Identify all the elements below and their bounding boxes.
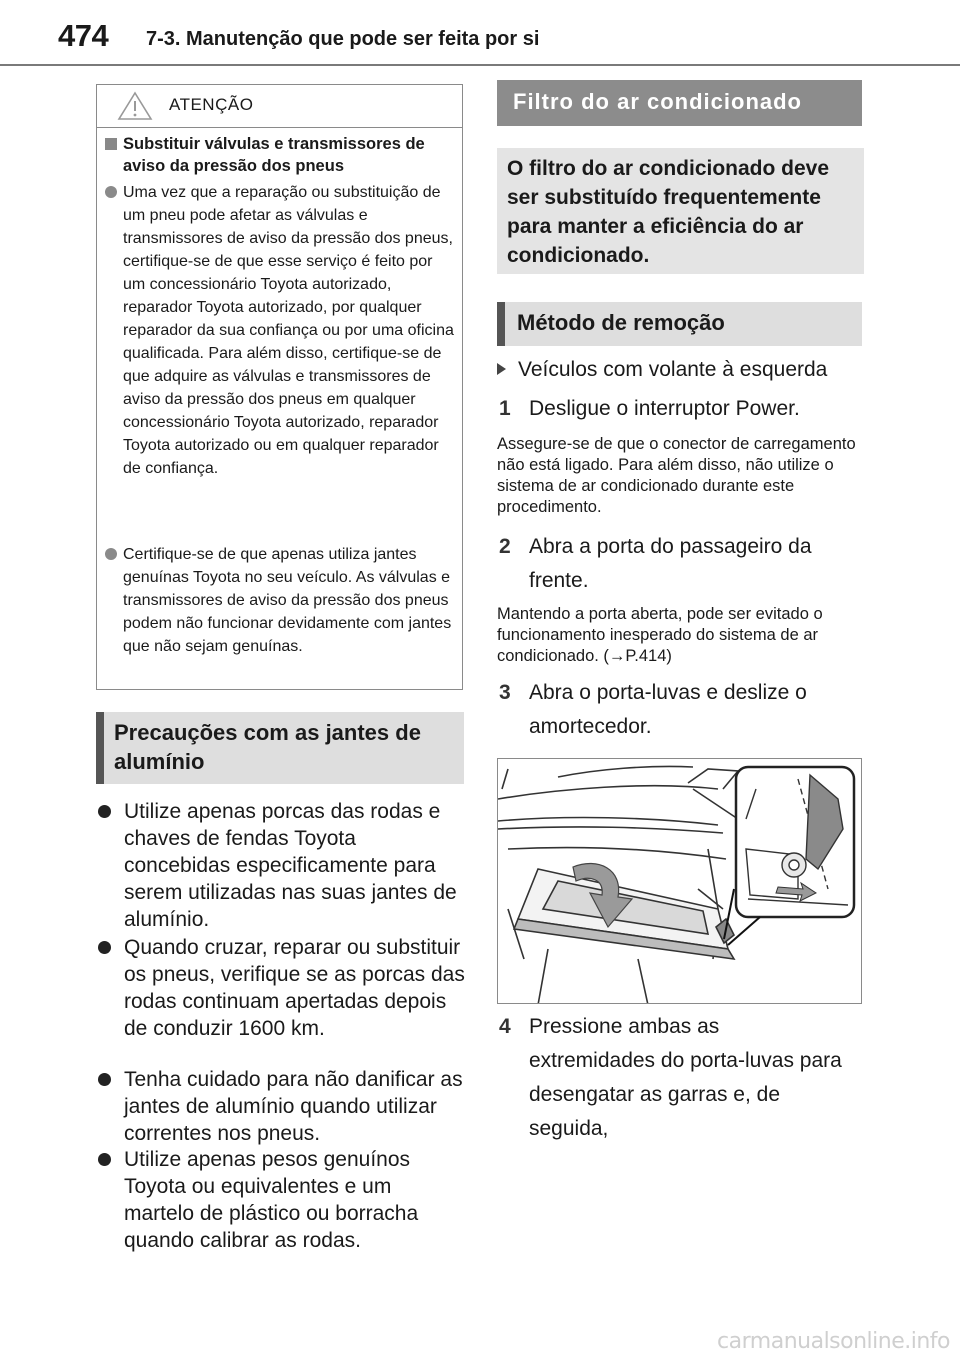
step-number: 2	[499, 535, 511, 558]
bullet-dot-icon	[98, 1073, 111, 1086]
step-3: 3 Abra o porta-luvas e deslize o amortec…	[497, 676, 837, 744]
step-2: 2 Abra a porta do passageiro da frente.	[497, 530, 837, 598]
glovebox-drawing	[498, 765, 856, 1003]
step-text: Abra o porta-luvas e deslize o amorteced…	[529, 681, 807, 738]
bullet-dot-icon	[105, 186, 117, 198]
step-number: 3	[499, 681, 511, 704]
vehicle-type-line: Veículos com volante à esquerda	[497, 358, 827, 382]
wheels-bullet: Utilize apenas porcas das rodas e chaves…	[96, 798, 466, 933]
header-divider	[0, 64, 960, 66]
step-2-note: Mantendo a porta aberta, pode ser evitad…	[497, 605, 823, 665]
warning-subheading-text: Substituir válvulas e transmissores de a…	[123, 135, 425, 175]
square-bullet-icon	[105, 138, 117, 150]
wheels-bullet-text: Utilize apenas porcas das rodas e chaves…	[124, 800, 457, 931]
triangle-bullet-icon	[497, 363, 506, 375]
warning-subheading: Substituir válvulas e transmissores de a…	[105, 133, 455, 177]
wheels-section-heading: Precauções com as jantes de alumínio	[96, 712, 464, 784]
warning-bullet-text: Uma vez que a reparação ou substituição …	[123, 184, 454, 477]
bullet-dot-icon	[98, 941, 111, 954]
watermark: carmanualsonline.info	[717, 1329, 950, 1354]
glovebox-illustration	[497, 758, 862, 1004]
filter-section-heading: Filtro do ar condicionado	[497, 80, 862, 126]
wheels-bullet: Utilize apenas pesos genuínos Toyota ou …	[96, 1146, 466, 1254]
warning-bullet: Uma vez que a reparação ou substituição …	[105, 181, 457, 480]
step-1: 1 Desligue o interruptor Power.	[497, 392, 862, 426]
page-number: 474	[58, 18, 109, 53]
wheels-bullet: Quando cruzar, reparar ou substituir os …	[96, 934, 466, 1042]
wheels-bullet-text: Tenha cuidado para não danificar as jant…	[124, 1068, 463, 1145]
step-text: Abra a porta do passageiro da frente.	[529, 535, 812, 592]
step-4: 4 Pressione ambas as extremidades do por…	[497, 1010, 842, 1146]
filter-intro-box: O filtro do ar condicionado deve ser sub…	[497, 148, 864, 274]
warning-box: ATENÇÃO Substituir válvulas e transmisso…	[96, 84, 463, 690]
warning-title: ATENÇÃO	[169, 95, 254, 114]
vehicle-type-text: Veículos com volante à esquerda	[518, 358, 828, 381]
warning-header: ATENÇÃO	[97, 85, 462, 128]
step-number: 4	[499, 1015, 511, 1038]
bullet-dot-icon	[98, 805, 111, 818]
warning-triangle-icon	[117, 91, 153, 120]
bullet-dot-icon	[105, 548, 117, 560]
step-text: Pressione ambas as extremidades do porta…	[529, 1015, 842, 1140]
section-title: 7-3. Manutenção que pode ser feita por s…	[146, 28, 540, 50]
warning-bullet-text: Certifique-se de que apenas utiliza jant…	[123, 546, 452, 655]
warning-bullet: Certifique-se de que apenas utiliza jant…	[105, 543, 457, 658]
step-text: Desligue o interruptor Power.	[529, 397, 800, 420]
step-number: 1	[499, 397, 511, 420]
step-1-note: Assegure-se de que o conector de carrega…	[497, 435, 856, 516]
wheels-bullet-text: Utilize apenas pesos genuínos Toyota ou …	[124, 1148, 419, 1252]
bullet-dot-icon	[98, 1153, 111, 1166]
wheels-bullet-text: Quando cruzar, reparar ou substituir os …	[124, 936, 465, 1040]
wheels-bullet: Tenha cuidado para não danificar as jant…	[96, 1066, 466, 1147]
removal-method-heading: Método de remoção	[497, 302, 862, 346]
